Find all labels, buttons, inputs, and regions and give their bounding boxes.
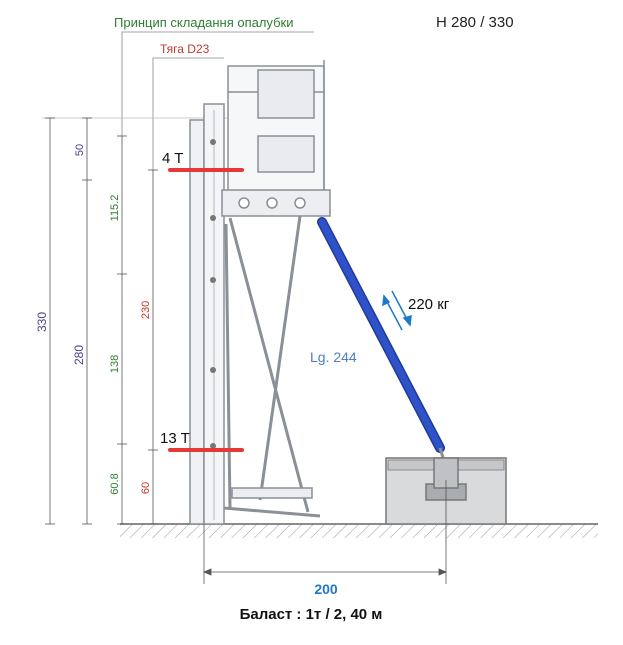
height-label: H 280 / 330 bbox=[436, 14, 514, 31]
brace-force-label: 220 кг bbox=[408, 296, 450, 313]
formwork-panel bbox=[189, 103, 225, 525]
base-width-dimension bbox=[202, 480, 448, 584]
ballast-caption: Баласт : 1т / 2, 40 м bbox=[240, 606, 383, 623]
dimension-lines bbox=[42, 117, 240, 525]
dim-138: 138 bbox=[109, 355, 121, 373]
dim-60-8: 60.8 bbox=[109, 473, 121, 494]
dim-50: 50 bbox=[74, 144, 86, 156]
dim-330: 330 bbox=[35, 312, 49, 332]
platform-railing bbox=[227, 60, 325, 200]
truss-base bbox=[231, 487, 313, 499]
dim-115-2: 115.2 bbox=[109, 195, 121, 222]
principle-label: Принцип складання опалубки bbox=[114, 15, 293, 30]
lower-anchor-load: 13 T bbox=[160, 430, 190, 447]
ground bbox=[120, 523, 598, 538]
support-truss bbox=[223, 215, 321, 518]
base-width-value: 200 bbox=[314, 581, 338, 597]
anchor-bars bbox=[168, 168, 244, 452]
rod-label: Тяга D23 bbox=[160, 42, 210, 56]
force-arrows-icon bbox=[382, 290, 412, 331]
brace-length-label: Lg. 244 bbox=[310, 349, 357, 365]
upper-anchor-load: 4 T bbox=[162, 150, 183, 167]
dim-230: 230 bbox=[140, 301, 152, 319]
header-leaders bbox=[121, 31, 314, 170]
working-platform bbox=[221, 189, 331, 217]
dim-280: 280 bbox=[72, 345, 86, 365]
dim-60: 60 bbox=[140, 482, 152, 494]
